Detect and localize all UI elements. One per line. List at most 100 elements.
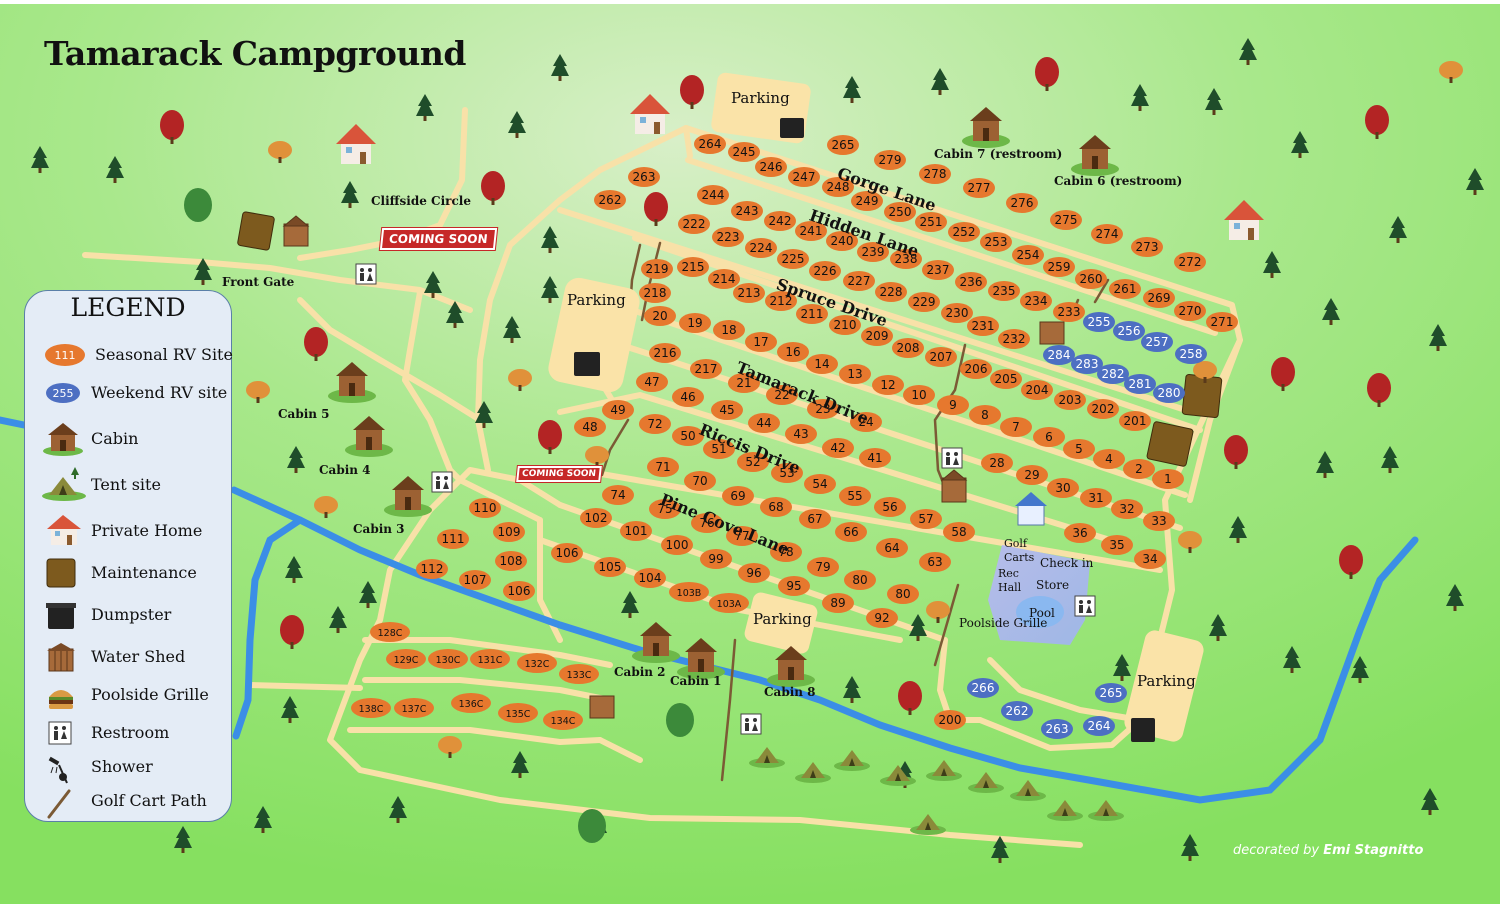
seasonal-site-269: 269 xyxy=(1143,288,1175,308)
seasonal-site-99: 99 xyxy=(700,549,732,569)
tent-icon xyxy=(1010,780,1046,801)
seasonal-site-number: 76 xyxy=(699,516,714,530)
tent-icon xyxy=(795,762,831,783)
label-cabin-1: Cabin 1 xyxy=(670,674,722,688)
seasonal-site-number: 46 xyxy=(680,390,695,404)
tent-icon xyxy=(910,814,946,835)
seasonal-site-number: 243 xyxy=(736,204,759,218)
seasonal-site-77: 77 xyxy=(726,526,758,546)
seasonal-site-47: 47 xyxy=(636,372,668,392)
seasonal-site-259: 259 xyxy=(1043,257,1075,277)
seasonal-site-number: 99 xyxy=(708,552,723,566)
evergreen-tree-icon xyxy=(843,676,861,703)
seasonal-site-number: 227 xyxy=(848,274,871,288)
seasonal-site-number: 63 xyxy=(927,555,942,569)
legend-label-cabin: Cabin xyxy=(91,429,139,448)
seasonal-site-number: 276 xyxy=(1011,196,1034,210)
seasonal-site-103B: 103B xyxy=(669,582,709,602)
seasonal-site-18: 18 xyxy=(713,320,745,340)
weekend-site-265: 265 xyxy=(1095,683,1127,703)
seasonal-site-208: 208 xyxy=(892,338,924,358)
tent-icon xyxy=(1047,800,1083,821)
legend-item-weekend-site: 255 Weekend RV site xyxy=(25,381,231,417)
seasonal-site-number: 52 xyxy=(745,455,760,469)
seasonal-site-270: 270 xyxy=(1174,301,1206,321)
seasonal-site-106: 106 xyxy=(503,581,535,601)
legend-label-water-shed: Water Shed xyxy=(91,647,186,666)
seasonal-site-number: 232 xyxy=(1003,332,1026,346)
legend-item-shower: Shower xyxy=(25,753,231,789)
seasonal-site-number: 10 xyxy=(911,388,926,402)
cabins-layer xyxy=(328,107,1119,687)
label-rec: Rec xyxy=(998,567,1019,580)
cabin-icon xyxy=(962,107,1010,148)
seasonal-site-number: 12 xyxy=(880,378,895,392)
seasonal-site-number: 200 xyxy=(939,713,962,727)
label-poolside-grille: Poolside Grille xyxy=(959,616,1048,630)
seasonal-site-number: 56 xyxy=(882,500,897,514)
tent-icon xyxy=(42,467,86,501)
seasonal-site-5: 5 xyxy=(1063,439,1095,459)
cabin-icon xyxy=(677,638,725,679)
legend-item-tent: Tent site xyxy=(25,467,231,503)
seasonal-site-number: 128C xyxy=(378,628,403,639)
label-parking-left: Parking xyxy=(567,291,626,309)
evergreen-tree-icon xyxy=(621,591,639,618)
evergreen-tree-icon xyxy=(106,156,124,183)
seasonal-site-265: 265 xyxy=(827,135,859,155)
seasonal-site-number: 49 xyxy=(610,403,625,417)
legend-label-poolside-grille: Poolside Grille xyxy=(91,685,209,704)
water-sheds xyxy=(282,215,1065,719)
seasonal-site-12: 12 xyxy=(872,375,904,395)
private-home-icon xyxy=(47,515,81,545)
seasonal-site-number: 250 xyxy=(889,205,912,219)
seasonal-site-233: 233 xyxy=(1053,302,1085,322)
maintenance-buildings xyxy=(237,211,1223,467)
seasonal-site-number: 131C xyxy=(478,655,503,666)
label-cabin-4: Cabin 4 xyxy=(319,463,371,477)
seasonal-site-number: 134C xyxy=(551,716,576,727)
weekend-site-264: 264 xyxy=(1083,716,1115,736)
label-cliffside-circle: Cliffside Circle xyxy=(371,194,471,208)
seasonal-site-227: 227 xyxy=(843,271,875,291)
weekend-site-number: 282 xyxy=(1102,367,1125,381)
seasonal-site-70: 70 xyxy=(684,471,716,491)
restroom-icon xyxy=(941,447,963,469)
seasonal-site-239: 239 xyxy=(857,242,889,262)
seasonal-site-253: 253 xyxy=(980,232,1012,252)
seasonal-site-number: 7 xyxy=(1012,420,1020,434)
seasonal-site-35: 35 xyxy=(1101,535,1133,555)
seasonal-site-243: 243 xyxy=(731,201,763,221)
seasonal-site-202: 202 xyxy=(1087,399,1119,419)
weekend-site-256: 256 xyxy=(1113,321,1145,341)
seasonal-site-78: 78 xyxy=(770,542,802,562)
weekend-site-number: 262 xyxy=(1006,704,1029,718)
seasonal-site-55: 55 xyxy=(839,486,871,506)
leafy-tree-icon xyxy=(666,703,694,737)
tent-icon xyxy=(926,760,962,781)
pool xyxy=(1016,596,1064,628)
evergreen-tree-icon xyxy=(1429,324,1447,351)
seasonal-site-number: 219 xyxy=(646,262,669,276)
burger-icon xyxy=(49,690,73,709)
evergreen-tree-icon xyxy=(254,806,272,833)
seasonal-site-7: 7 xyxy=(1000,417,1032,437)
autumn-tree-icon xyxy=(268,141,292,163)
seasonal-site-263: 263 xyxy=(628,167,660,187)
seasonal-site-number: 129C xyxy=(394,655,419,666)
seasonal-site-number: 44 xyxy=(756,416,771,430)
seasonal-site-14: 14 xyxy=(806,354,838,374)
seasonal-site-number: 95 xyxy=(786,579,801,593)
seasonal-site-number: 204 xyxy=(1026,383,1049,397)
seasonal-site-250: 250 xyxy=(884,202,916,222)
seasonal-site-225: 225 xyxy=(777,249,809,269)
seasonal-site-number: 261 xyxy=(1114,282,1137,296)
weekend-site-266: 266 xyxy=(967,678,999,698)
evergreen-tree-icon xyxy=(931,68,949,95)
seasonal-site-104: 104 xyxy=(634,568,666,588)
seasonal-site-32: 32 xyxy=(1111,499,1143,519)
seasonal-site-number: 29 xyxy=(1024,468,1039,482)
seasonal-site-8: 8 xyxy=(969,405,1001,425)
seasonal-site-51: 51 xyxy=(703,439,735,459)
